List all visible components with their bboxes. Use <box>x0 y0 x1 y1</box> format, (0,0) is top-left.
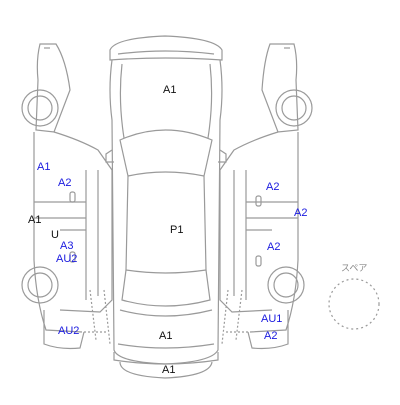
label-left-front-fender: A2 <box>58 177 72 189</box>
label-spare: スペア <box>341 263 368 273</box>
spare-tire <box>328 278 380 330</box>
label-roof: A1 <box>163 84 177 96</box>
label-right-rear-door: A2 <box>267 241 281 253</box>
label-left-rear-bumper: AU2 <box>58 325 80 337</box>
label-left-rear-quarter: AU2 <box>56 253 78 265</box>
label-left-u: U <box>51 229 59 241</box>
label-left-sill: A1 <box>28 214 42 226</box>
label-right-edge: A2 <box>294 207 308 219</box>
label-right-front-door: A2 <box>266 181 280 193</box>
car-right-side-view <box>219 43 313 350</box>
car-top-view <box>105 35 227 379</box>
label-left-rear-door: A3 <box>60 240 74 252</box>
label-right-rear-quarter: AU1 <box>261 313 283 325</box>
label-rear-bumper: A1 <box>162 364 176 376</box>
car-left-side-view <box>21 43 113 350</box>
label-rear-panel: A1 <box>159 330 173 342</box>
label-center: P1 <box>170 224 184 236</box>
label-left-front-door: A1 <box>37 161 51 173</box>
label-right-rear-bumper: A2 <box>264 330 278 342</box>
